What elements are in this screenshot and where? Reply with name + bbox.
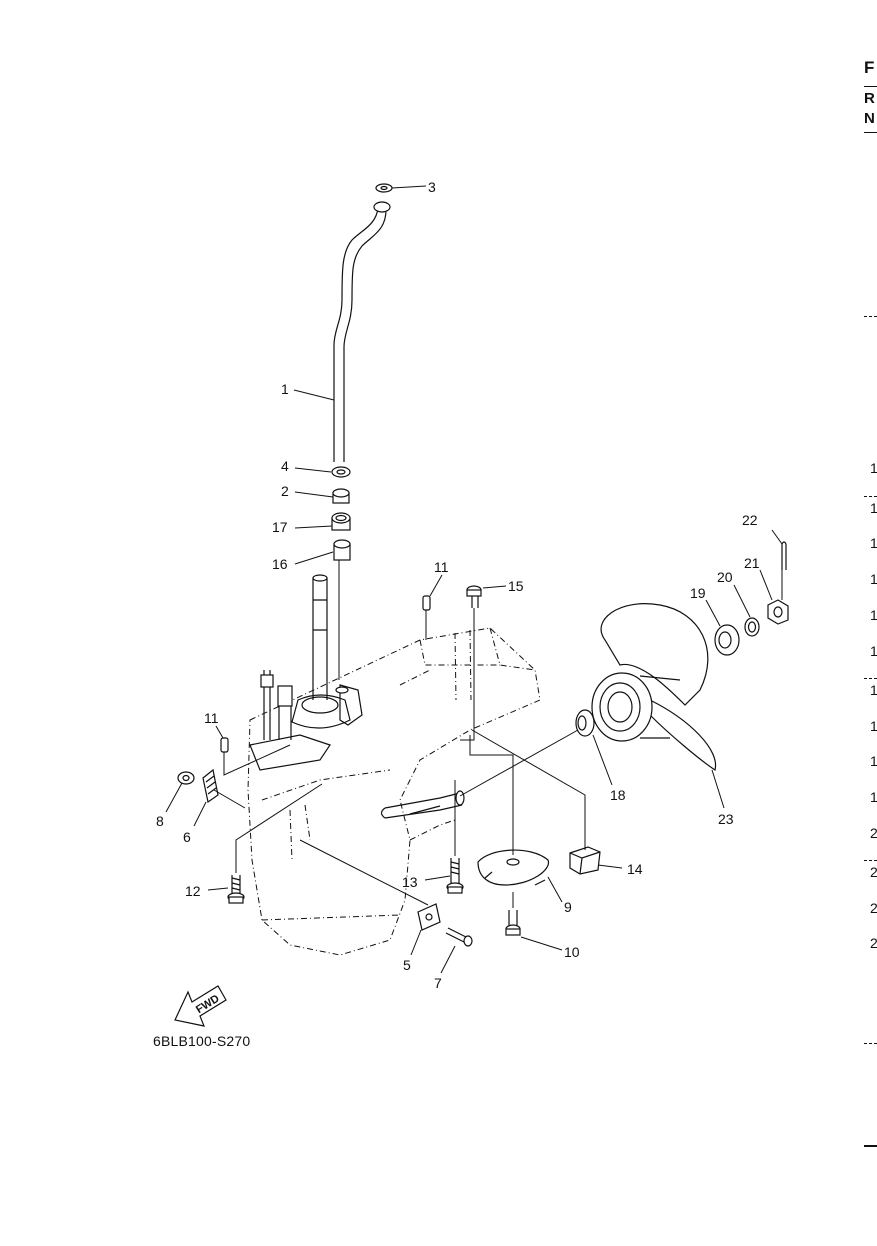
anode-14	[569, 846, 601, 875]
fwd-arrow-icon: FWD	[174, 985, 227, 1027]
edge-num: 1	[870, 607, 877, 623]
bolt-15	[466, 585, 482, 608]
callout-10: 10	[564, 944, 580, 960]
edge-letter-r: R	[864, 90, 875, 107]
edge-num: 1	[870, 643, 877, 659]
edge-num: 2	[870, 935, 877, 951]
callout-11-top: 11	[434, 559, 449, 575]
callout-15: 15	[508, 578, 524, 594]
washer-20	[744, 617, 760, 637]
washer-3	[375, 183, 393, 193]
drive-shaft	[291, 574, 351, 729]
seal-stack	[331, 466, 351, 561]
grommet-6	[202, 768, 219, 804]
callout-22: 22	[742, 512, 758, 528]
callout-1: 1	[281, 381, 289, 397]
callout-numbers: 3 1 4 2 17 16 11 15 11 8 6 12 13 14 9 10…	[156, 179, 760, 991]
callout-13: 13	[402, 874, 418, 890]
dowel-pin-top	[422, 595, 431, 611]
callout-18: 18	[610, 787, 626, 803]
lower-casing	[247, 627, 541, 956]
edge-num: 1	[870, 571, 877, 587]
callout-20: 20	[717, 569, 733, 585]
water-pipe	[333, 201, 391, 462]
callout-2: 2	[281, 483, 289, 499]
propeller-23	[591, 603, 717, 771]
callout-8: 8	[156, 813, 164, 829]
spacer-18	[575, 709, 595, 737]
cotter-pin-22	[781, 541, 787, 570]
callout-leaders	[165, 185, 783, 974]
bolt-12	[227, 875, 245, 904]
callout-21: 21	[744, 555, 760, 571]
callout-12: 12	[185, 883, 201, 899]
assembly-lines	[213, 560, 783, 908]
water-pipe-boss	[339, 684, 363, 726]
callout-9: 9	[564, 899, 572, 915]
callout-3: 3	[428, 179, 436, 195]
edge-num: 2	[870, 825, 877, 841]
nut-21	[767, 599, 789, 625]
callout-14: 14	[627, 861, 643, 877]
callout-11-left: 11	[204, 710, 219, 726]
shift-rod	[260, 670, 293, 740]
edge-num: 2	[870, 864, 877, 880]
edge-num: 1	[870, 460, 877, 476]
callout-23: 23	[718, 811, 734, 827]
edge-letter-n: N	[864, 110, 875, 127]
edge-num: 1	[870, 500, 877, 516]
callout-4: 4	[281, 458, 289, 474]
edge-num: 1	[870, 789, 877, 805]
callout-19: 19	[690, 585, 706, 601]
callout-7: 7	[434, 975, 442, 991]
callout-6: 6	[183, 829, 191, 845]
nut-8	[177, 771, 195, 785]
trim-tab-9	[477, 849, 549, 886]
callout-16: 16	[272, 556, 288, 572]
thrust-washer-19	[714, 624, 740, 656]
plate-5	[417, 903, 441, 931]
edge-num: 1	[870, 682, 877, 698]
propeller-shaft	[380, 790, 465, 819]
bolt-10	[505, 910, 521, 936]
dowel-pin-left	[220, 737, 229, 753]
bolt-13	[446, 858, 464, 894]
edge-num: 2	[870, 900, 877, 916]
callout-17: 17	[272, 519, 288, 535]
edge-letter-f: F	[864, 58, 875, 77]
diagram-code: 6BLB100-S270	[153, 1033, 251, 1049]
edge-num: 1	[870, 718, 877, 734]
callout-5: 5	[403, 957, 411, 973]
edge-num: 1	[870, 753, 877, 769]
screw-7	[445, 927, 473, 947]
edge-num: 1	[870, 535, 877, 551]
